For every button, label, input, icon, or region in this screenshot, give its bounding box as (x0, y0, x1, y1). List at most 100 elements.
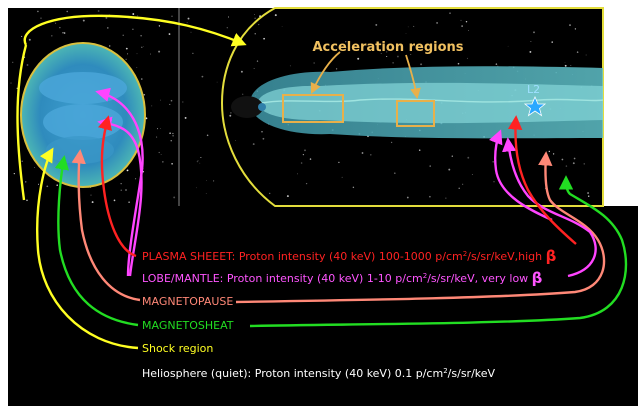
star (462, 183, 464, 185)
star (240, 70, 243, 73)
star (40, 17, 42, 19)
star (281, 25, 283, 27)
star (492, 160, 495, 163)
star (465, 20, 468, 23)
star (37, 10, 39, 13)
star (122, 34, 124, 36)
star (230, 112, 232, 114)
star (206, 180, 207, 181)
star (150, 53, 151, 55)
star (141, 78, 143, 80)
star (196, 161, 198, 163)
star (157, 128, 159, 130)
shock-top-arrow (23, 14, 247, 47)
star (576, 51, 579, 53)
star (261, 131, 263, 133)
star (353, 45, 355, 48)
star (16, 87, 18, 89)
star (379, 49, 381, 52)
panel-divider (178, 8, 180, 206)
star (418, 149, 421, 151)
star (206, 134, 209, 137)
star (82, 19, 85, 22)
star (136, 53, 138, 55)
lobe-connector-right (501, 137, 597, 278)
star (386, 51, 388, 53)
star (171, 163, 173, 165)
star (170, 140, 172, 142)
star (467, 156, 470, 159)
star (380, 53, 382, 54)
star (107, 27, 109, 29)
star (529, 50, 532, 53)
star (572, 162, 575, 165)
star (216, 81, 218, 83)
star (565, 165, 568, 167)
star (406, 196, 409, 199)
star (370, 154, 372, 156)
star (302, 153, 305, 156)
star (169, 132, 171, 134)
star (530, 41, 532, 42)
star (338, 161, 340, 164)
star (26, 199, 28, 202)
star (25, 181, 27, 183)
l2-label: L2 (527, 83, 540, 96)
plasma-sheet-beta: β (545, 247, 557, 265)
star (405, 33, 407, 34)
star (205, 193, 207, 194)
star (127, 53, 129, 55)
heliosphere-text: Heliosphere (quiet): Proton intensity (4… (142, 367, 444, 380)
star (254, 33, 256, 35)
star (21, 160, 23, 162)
magnetosheath-connector-left (54, 155, 139, 327)
magnetosheath-connector-right (249, 175, 628, 328)
star (59, 27, 61, 29)
star (361, 152, 364, 154)
lobe-mantle-label: LOBE/MANTLE: Proton intensity (40 keV) 1… (142, 269, 543, 287)
star (128, 201, 130, 204)
star (56, 184, 58, 186)
star (66, 10, 68, 13)
star (13, 173, 15, 175)
earth-sphere (20, 42, 146, 188)
star (235, 139, 236, 141)
lobe-mantle-beta: β (531, 269, 543, 287)
star (449, 12, 451, 14)
heliosphere-text-end: /s/sr/keV (447, 367, 496, 380)
star (429, 165, 431, 167)
star (451, 155, 454, 157)
star (570, 64, 572, 67)
star (105, 16, 108, 19)
star (201, 75, 204, 78)
star (34, 167, 35, 168)
star (533, 31, 535, 34)
star (51, 35, 53, 37)
star (569, 24, 571, 26)
star (120, 183, 122, 185)
star (254, 17, 256, 19)
star (171, 15, 173, 17)
star (393, 172, 396, 175)
magnetosheath-label: MAGNETOSHEAT (142, 319, 234, 332)
star (445, 197, 447, 199)
star (286, 195, 289, 198)
star (551, 41, 553, 43)
star (120, 189, 122, 191)
star (12, 61, 14, 63)
star (468, 30, 469, 31)
star (357, 57, 360, 60)
star (585, 54, 587, 56)
star (390, 141, 393, 144)
plasma-sheet-text-end: /s/sr/keV,high (467, 250, 546, 263)
plasma-sheet-label: PLASMA SHEEET: Proton intensity (40 keV)… (142, 247, 557, 265)
star (507, 45, 509, 47)
star (305, 182, 308, 185)
star (341, 176, 343, 178)
star (37, 183, 40, 185)
star (169, 103, 171, 105)
star (457, 62, 460, 65)
star (21, 35, 23, 37)
star (158, 151, 160, 154)
